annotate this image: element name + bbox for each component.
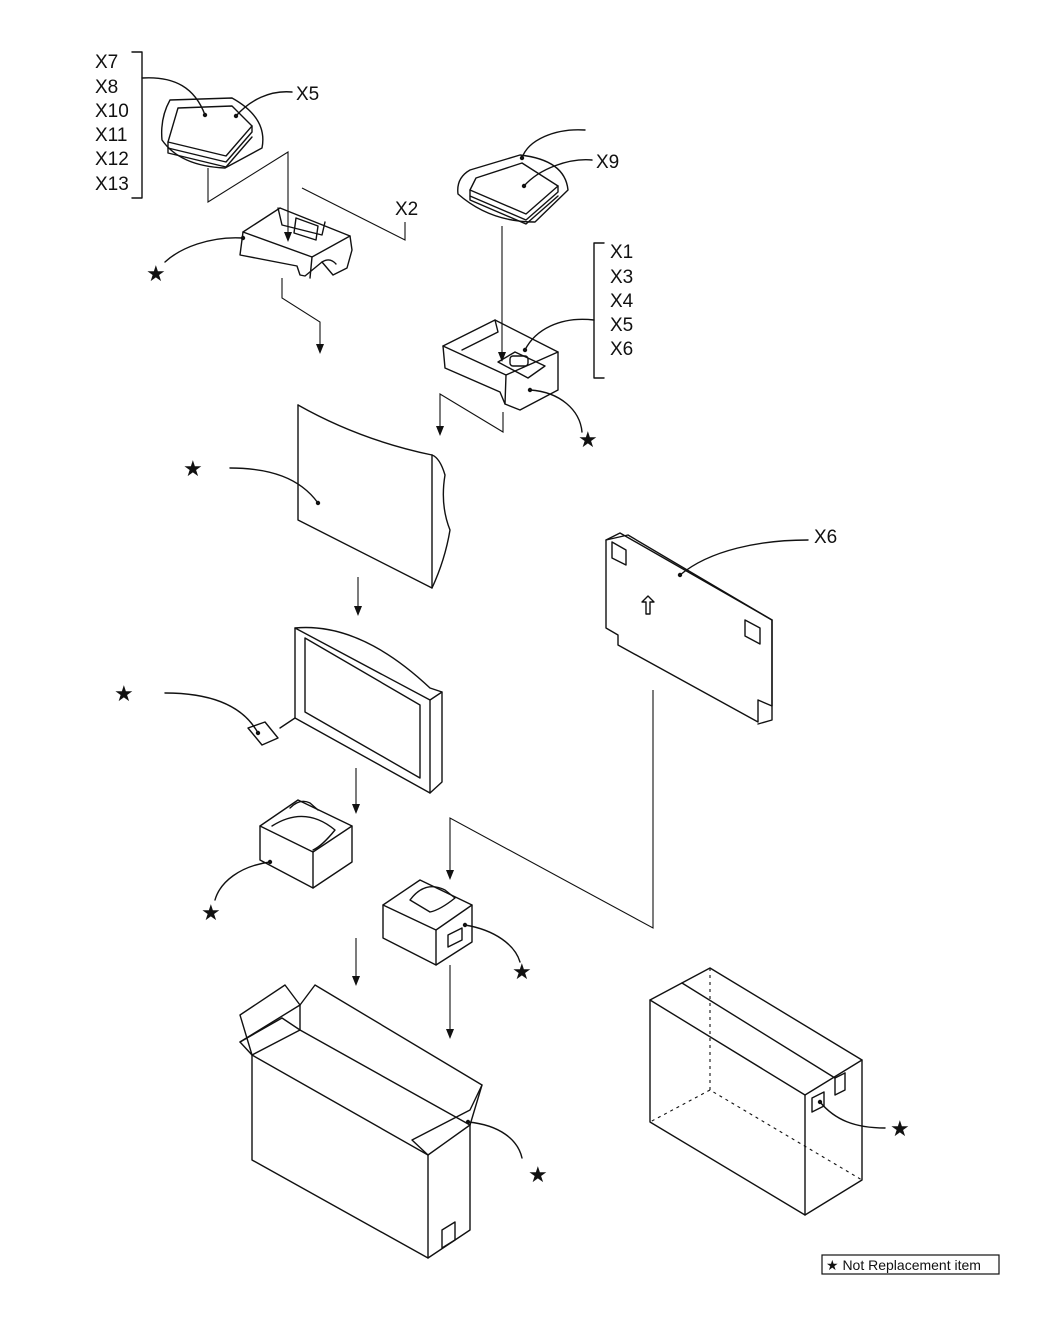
star-closed-carton: ★	[890, 1116, 910, 1141]
star-foam-right: ★	[578, 427, 598, 452]
accessory-labels-right: X1 X3 X4 X5 X6	[522, 242, 634, 379]
star-foam-top-left: ★	[146, 261, 166, 286]
foam-block-right: ★	[442, 319, 598, 452]
leader-x2	[301, 187, 406, 241]
guide-line-to-bag	[281, 278, 321, 352]
label-x2: X2	[395, 199, 418, 220]
foam-corner-left: ★	[201, 799, 353, 925]
bracket-left	[131, 51, 143, 199]
accessory-bag-x9: X9	[457, 129, 619, 225]
foam-block-top-left: ★	[146, 207, 353, 286]
guide-line-back-panel	[449, 690, 654, 929]
star-carton: ★	[528, 1162, 548, 1187]
leader-bracket-left	[141, 77, 206, 116]
label-x5-top: X5	[296, 84, 319, 105]
closed-carton: ★	[649, 967, 910, 1216]
label-x3: X3	[610, 267, 633, 288]
star-tv-label: ★	[114, 681, 134, 706]
star-foam-corner-left: ★	[201, 900, 221, 925]
protective-bag: ★	[183, 404, 451, 589]
legend: ★ Not Replacement item	[821, 1254, 1000, 1275]
label-x6-panel: X6	[814, 527, 837, 548]
label-x11: X11	[95, 125, 127, 146]
foam-corner-right: ★	[382, 879, 532, 984]
accessory-bag-top-left: X5	[160, 84, 319, 169]
label-x1: X1	[610, 242, 633, 263]
label-x6-right: X6	[610, 339, 633, 360]
label-x4: X4	[610, 291, 634, 312]
label-x8: X8	[95, 77, 118, 98]
label-x7: X7	[95, 52, 118, 73]
label-x13: X13	[95, 174, 129, 195]
tv-panel: ★	[114, 626, 443, 794]
label-x9: X9	[596, 152, 619, 173]
open-carton: ★	[239, 984, 548, 1259]
star-foam-corner-right: ★	[512, 959, 532, 984]
label-x12: X12	[95, 149, 129, 170]
label-x5-right: X5	[610, 315, 633, 336]
star-protective-bag: ★	[183, 456, 203, 481]
label-x10: X10	[95, 101, 129, 122]
back-panel-x6: X6	[605, 527, 837, 725]
guide-line-top-left	[207, 151, 289, 240]
guide-line-right-foam	[439, 393, 504, 433]
accessory-labels-left: X7 X8 X10 X11 X12 X13	[95, 51, 208, 199]
bracket-right	[593, 242, 605, 379]
legend-text: ★ Not Replacement item	[826, 1257, 981, 1273]
